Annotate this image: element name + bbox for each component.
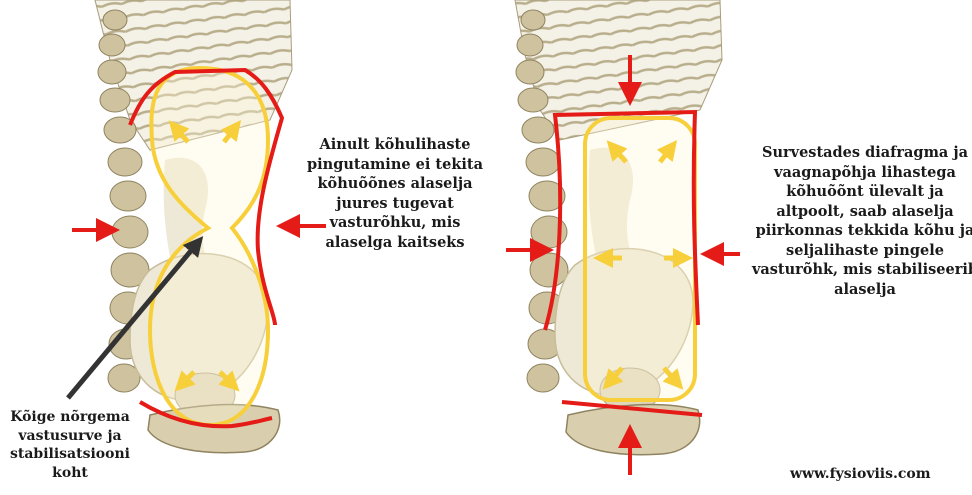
- right-arrow-down-left: [602, 366, 624, 390]
- left-arrow-up-right: [220, 120, 242, 144]
- left-pressure-outline: [147, 65, 271, 428]
- left-abdominal-wall-line: [128, 67, 285, 326]
- left-torso-illustration: [94, 0, 293, 454]
- right-explanation-text: Survestades diafragma ja vaagnapõhja lih…: [751, 144, 972, 298]
- weak-point-pointer-arrow: [66, 236, 204, 400]
- right-arrow-up-left: [606, 140, 628, 164]
- right-arrow-up-right: [656, 140, 678, 164]
- left-pressure-arrows: [168, 120, 242, 392]
- right-pressure-arrows: [593, 140, 693, 390]
- right-abdominal-wall-line: [543, 109, 700, 331]
- left-arrow-down-left: [174, 370, 196, 392]
- left-arrow-up-left: [168, 120, 190, 144]
- right-arrow-down-right: [662, 366, 684, 390]
- weak-point-label: Kõige nõrgema vastusurve ja stabilisatsi…: [10, 409, 130, 481]
- website-credit[interactable]: www.fysioviis.com: [790, 466, 931, 482]
- right-pelvic-floor-line: [561, 400, 703, 417]
- left-pelvic-floor-line: [138, 400, 273, 429]
- left-explanation-text: Ainult kõhulihaste pingutamine ei tekita…: [307, 136, 483, 251]
- left-arrow-down-right: [218, 370, 240, 392]
